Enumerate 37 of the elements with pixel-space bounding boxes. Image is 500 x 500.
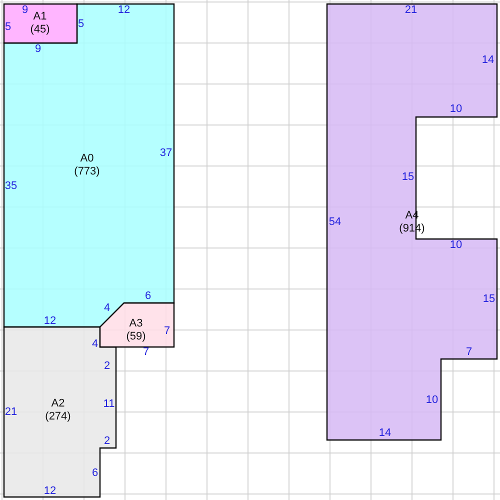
- dimension-label: 2: [104, 435, 110, 447]
- dimension-label: 37: [160, 147, 172, 159]
- dimension-label: 14: [378, 427, 392, 439]
- dimension-label: 6: [92, 467, 98, 479]
- dimension-label: 21: [404, 4, 418, 16]
- room-name: A2: [51, 398, 65, 410]
- room-area: (773): [74, 166, 100, 178]
- dimension-label: 5: [4, 21, 12, 33]
- dimension-label: 5: [78, 18, 84, 30]
- dimension-label: 9: [22, 4, 28, 16]
- dimension-label: 10: [450, 239, 462, 251]
- dimension-label: 4: [104, 302, 110, 314]
- dimension-label: 7: [466, 346, 472, 358]
- dimension-label: 6: [144, 290, 152, 302]
- dimension-label: 12: [44, 485, 56, 497]
- room-name: A3: [129, 318, 143, 330]
- room-name: A0: [80, 152, 94, 166]
- room-name: A1: [33, 10, 47, 24]
- dimension-label: 15: [482, 293, 496, 305]
- dimension-label: 7: [142, 346, 150, 358]
- room-area: (274): [45, 410, 71, 424]
- dimension-label: 12: [118, 4, 130, 16]
- room-area: (45): [30, 24, 50, 36]
- dimension-label: 54: [328, 216, 342, 228]
- dimension-label: 10: [426, 394, 438, 406]
- dimension-label: 12: [44, 315, 56, 327]
- dimension-label: 35: [4, 180, 18, 192]
- dimension-label: 11: [103, 398, 115, 410]
- dimension-label: 21: [4, 406, 18, 418]
- dimension-label: 15: [402, 171, 414, 183]
- room-area: (59): [126, 330, 146, 344]
- dimension-label: 9: [34, 43, 42, 55]
- dimension-label: 2: [104, 360, 110, 372]
- dimension-label: 14: [482, 54, 494, 66]
- dimension-label: 10: [450, 103, 462, 115]
- dimension-label: 7: [164, 325, 170, 337]
- dimension-label: 4: [92, 338, 98, 350]
